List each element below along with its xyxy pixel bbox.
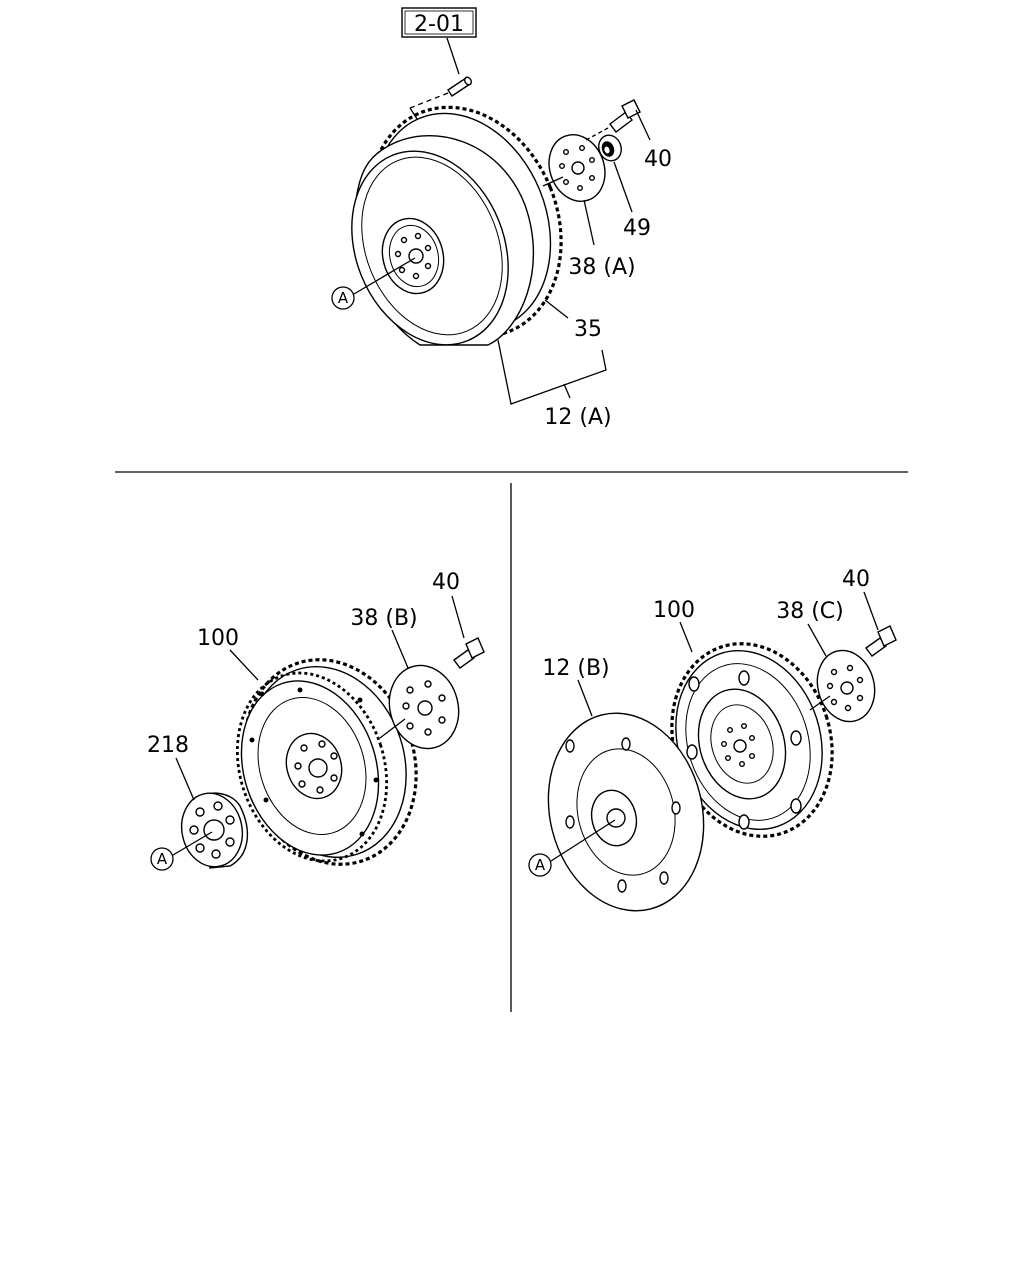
label-38a-top: 38 (A) [568,255,635,280]
flex-plate-12b [547,712,705,912]
torque-converter [351,105,563,346]
bottom-right-assembly: A 40 38 (C) 100 12 (B) [528,567,897,912]
bolt-40-top [609,99,641,133]
flywheel-100-left [235,658,418,866]
top-assembly: 2-01 [331,7,672,430]
label-40-top: 40 [644,147,672,172]
label-12b-right: 12 (B) [542,656,609,681]
label-35-top: 35 [574,317,602,342]
label-100-left: 100 [197,626,239,651]
plate-38b [388,664,460,750]
label-12a-top: 12 (A) [544,405,611,430]
callout-a-right[interactable]: A [528,853,552,877]
bottom-left-assembly: A 40 38 (B) 100 218 [147,570,485,871]
bearing-49 [598,134,622,162]
hub-218 [180,792,249,869]
label-100-right: 100 [653,598,695,623]
bolt-40-right [865,625,897,657]
label-49-top: 49 [623,216,651,241]
label-40-left: 40 [432,570,460,595]
callout-a-label: A [157,850,168,868]
callout-a-label: A [535,856,546,874]
bolt-40-left [453,637,485,669]
reference-box-label: 2-01 [414,12,464,37]
callout-a-top[interactable]: A [331,286,355,310]
callout-a-left[interactable]: A [150,847,174,871]
label-38b-left: 38 (B) [350,606,417,631]
dowel-pin [447,76,473,97]
reference-box[interactable]: 2-01 [401,7,477,38]
plate-38c [816,649,876,723]
label-218-left: 218 [147,733,189,758]
label-38c-right: 38 (C) [776,599,844,624]
callout-a-label: A [338,289,349,307]
flywheel-100-right [670,642,834,838]
plate-38a [548,134,606,202]
label-40-right: 40 [842,567,870,592]
